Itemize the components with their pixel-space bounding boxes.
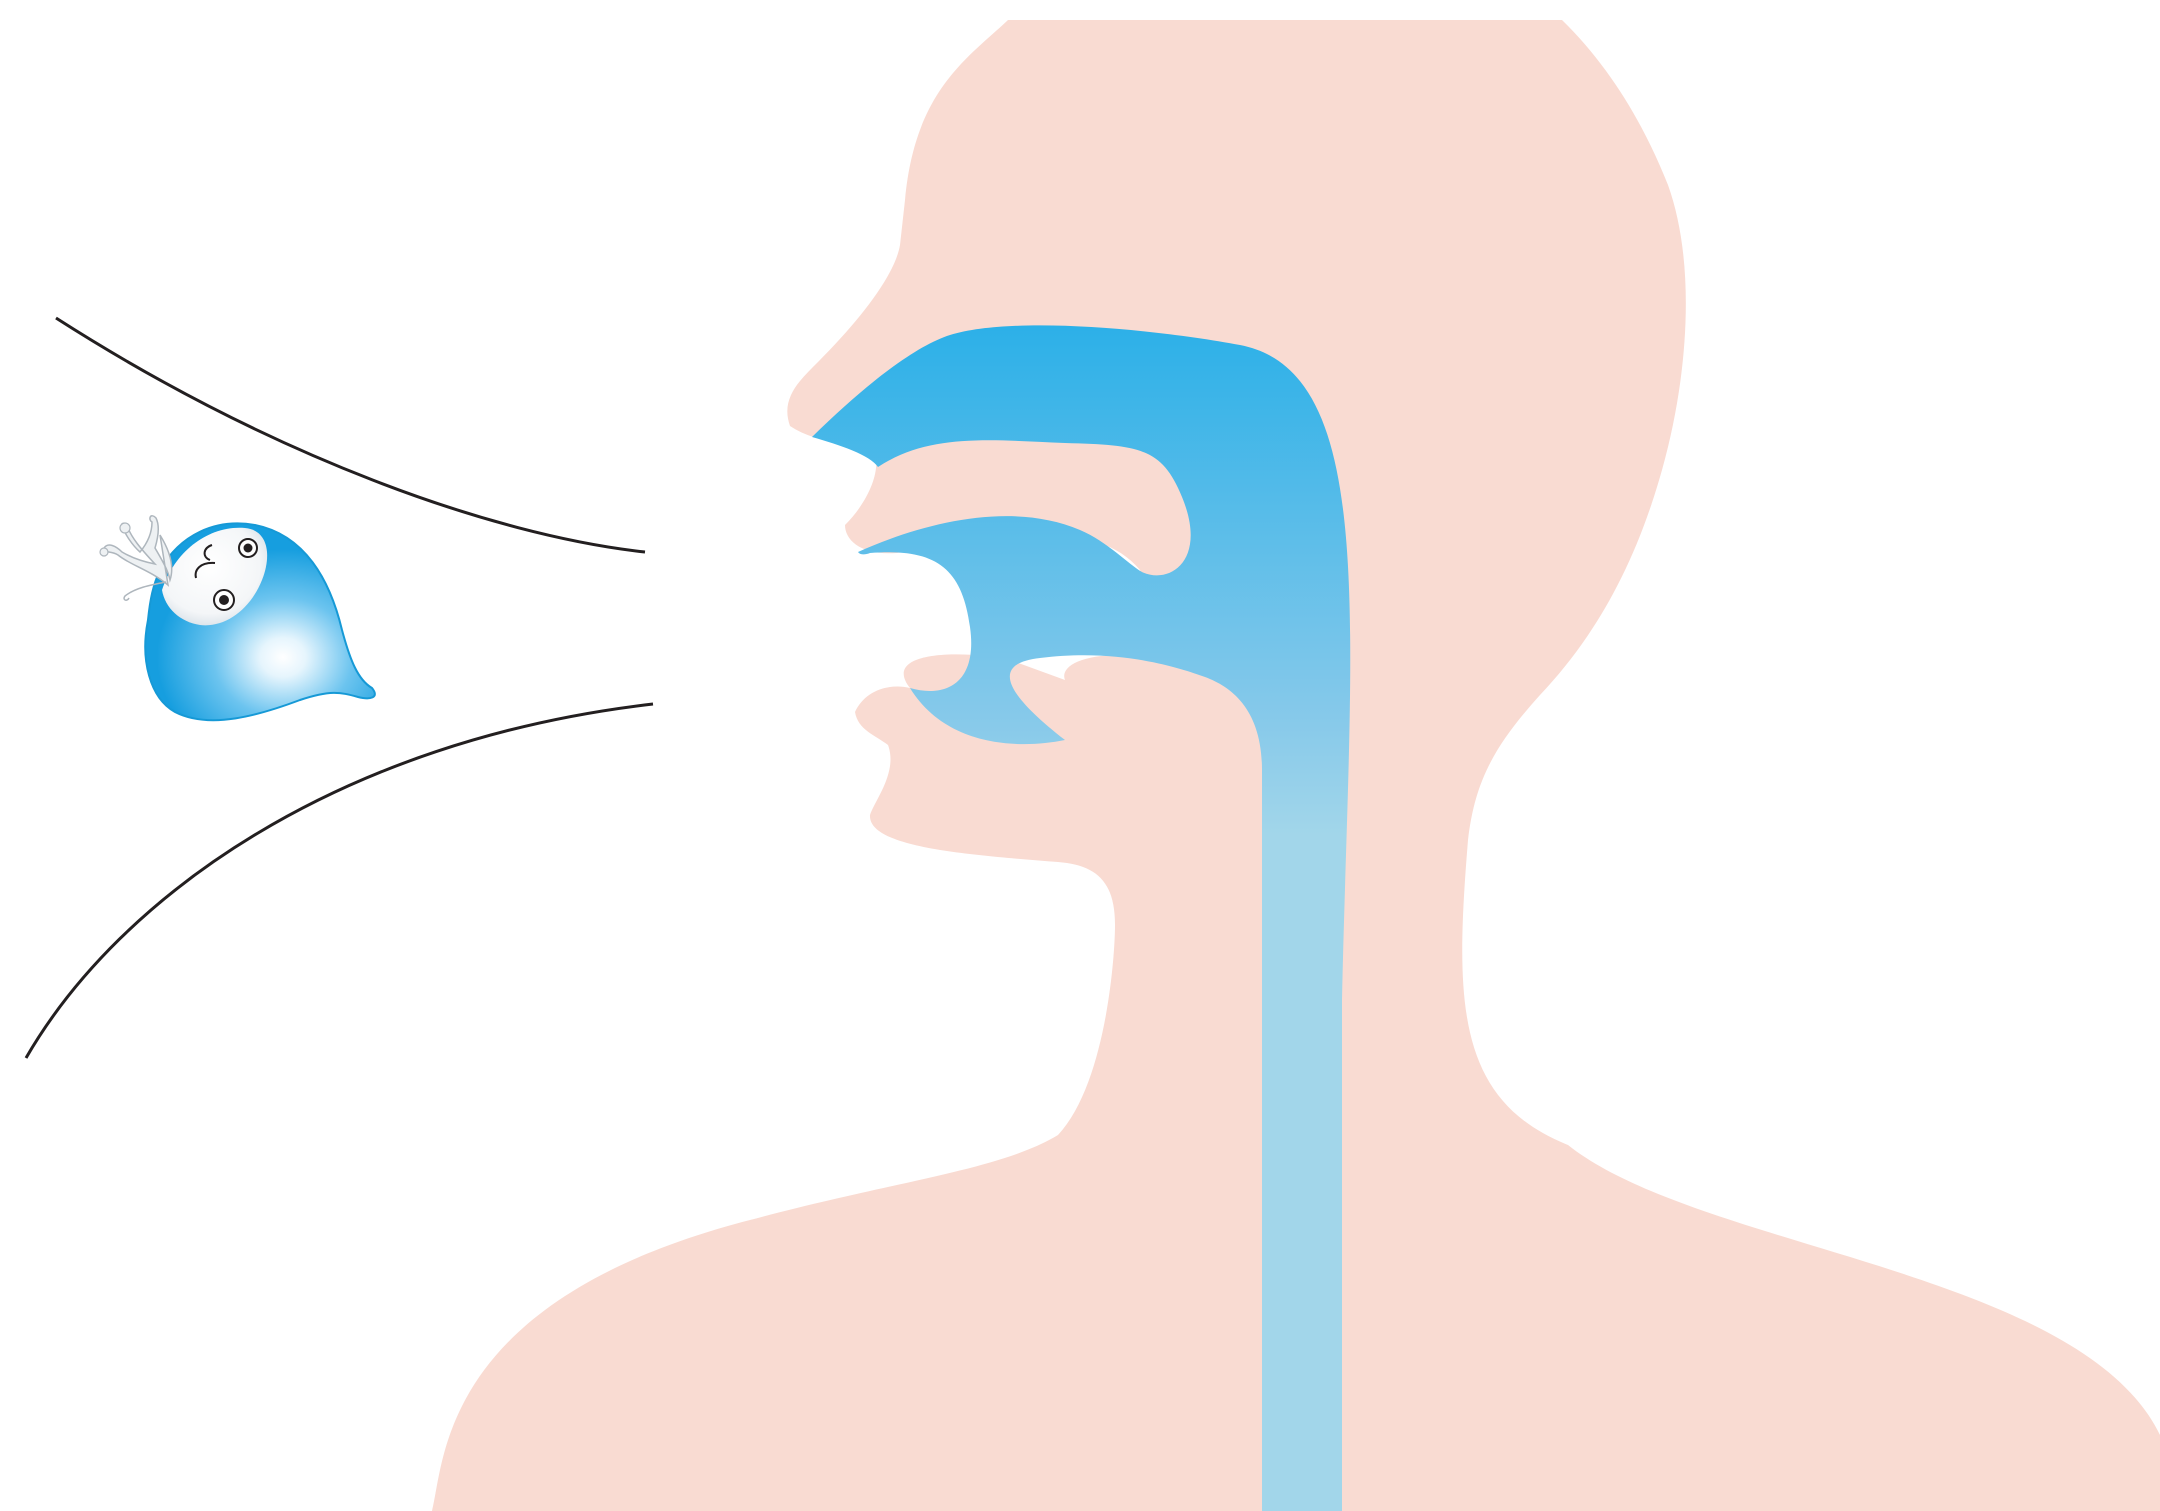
eye-top-pupil	[244, 544, 253, 553]
eye-bottom-pupil	[219, 595, 229, 605]
droplet-splash	[104, 516, 172, 585]
airflow-line-lower	[26, 704, 653, 1058]
droplet-character	[100, 516, 375, 720]
airflow-line-upper	[56, 318, 645, 552]
splash-dot-1	[120, 523, 130, 533]
splash-dot-2	[100, 548, 108, 556]
